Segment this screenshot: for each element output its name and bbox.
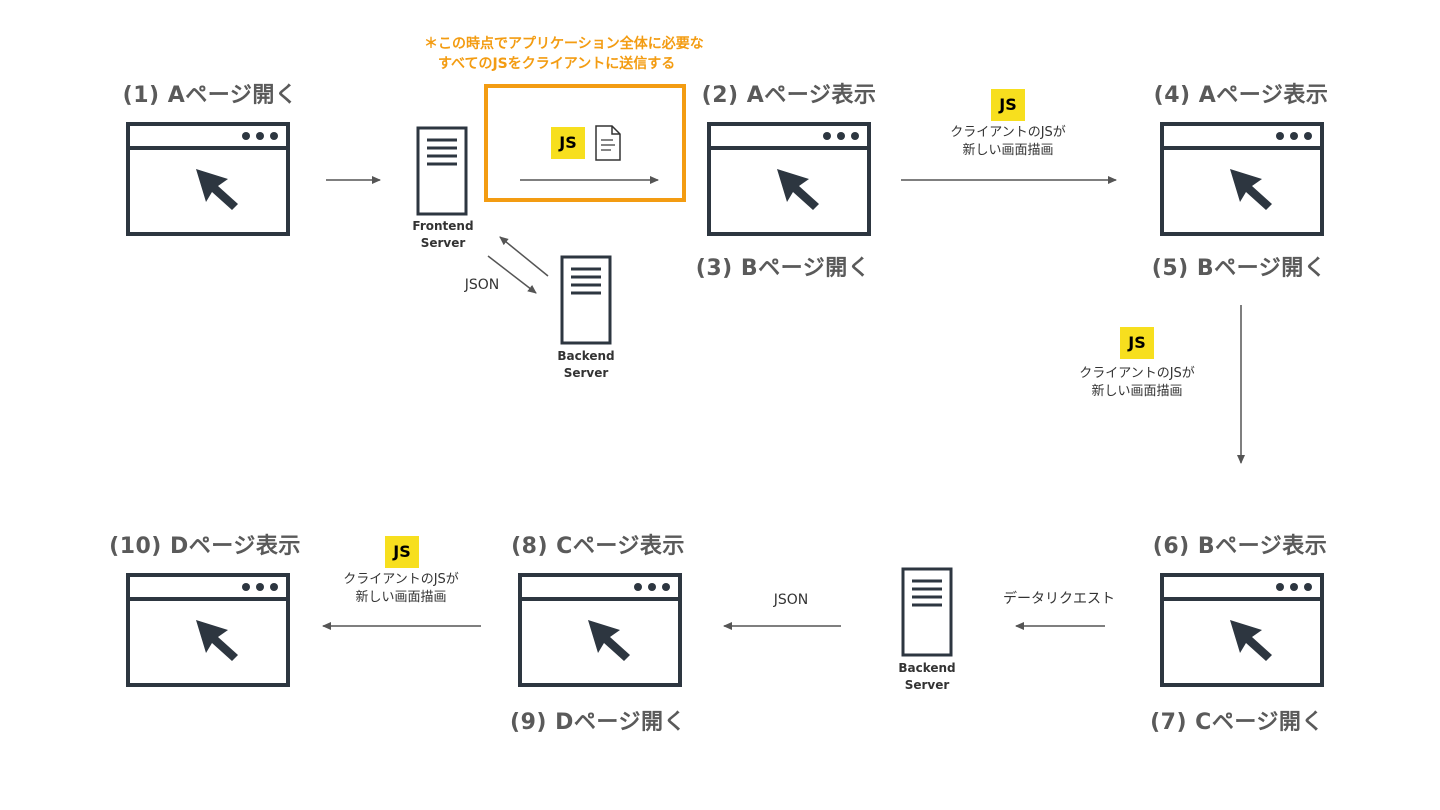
client-render-line2: 新しい画面描画 xyxy=(1091,384,1183,399)
client-render-line1: クライアントのJSが xyxy=(1079,366,1195,381)
client-render-caption: クライアントのJSが 新しい画面描画 xyxy=(343,571,459,607)
js-badge: JS xyxy=(1120,327,1154,359)
backend-server-icon xyxy=(901,567,953,657)
step-8-label: (8) Cページ表示 xyxy=(511,534,685,559)
client-render-caption: クライアントのJSが 新しい画面描画 xyxy=(1079,365,1195,401)
js-badge: JS xyxy=(385,536,419,568)
transfer-note: ＊この時点でアプリケーション全体に必要な すべてのJSをクライアントに送信する xyxy=(424,34,704,74)
backend-server-label: Backend Server xyxy=(557,348,614,382)
client-render-line1: クライアントのJSが xyxy=(343,572,459,587)
backend-server-line1: Backend xyxy=(898,661,956,675)
backend-server-line1: Backend xyxy=(557,349,615,363)
step-2-label: (2) Aページ表示 xyxy=(701,83,877,108)
data-request-label: データリクエスト xyxy=(1003,591,1115,607)
browser-window-icon xyxy=(1160,573,1324,687)
arrow-backend-to-frontend xyxy=(499,236,549,277)
frontend-server-line2: Server xyxy=(420,236,466,250)
client-render-line1: クライアントのJSが xyxy=(950,125,1066,140)
backend-server-label: Backend Server xyxy=(898,660,955,694)
step-6-label: (6) Bページ表示 xyxy=(1152,534,1328,559)
backend-server-line2: Server xyxy=(563,366,609,380)
step-10-label: (10) Dページ表示 xyxy=(109,534,301,559)
step-3-label: (3) Bページ開く xyxy=(695,256,871,281)
browser-window-icon xyxy=(518,573,682,687)
step-4-label: (4) Aページ表示 xyxy=(1153,83,1329,108)
backend-server-icon xyxy=(560,255,612,345)
step-7-label: (7) Cページ開く xyxy=(1150,710,1324,735)
js-badge: JS xyxy=(551,127,585,159)
transfer-note-line1: ＊この時点でアプリケーション全体に必要な xyxy=(424,36,704,52)
step-1-label: (1) Aページ開く xyxy=(122,83,298,108)
browser-window-icon xyxy=(1160,122,1324,236)
client-render-line2: 新しい画面描画 xyxy=(355,590,447,605)
browser-window-icon xyxy=(126,573,290,687)
browser-window-icon xyxy=(707,122,871,236)
js-badge: JS xyxy=(991,89,1025,121)
json-label: JSON xyxy=(464,277,500,293)
arrow-frontend-to-backend xyxy=(487,255,537,294)
frontend-server-icon xyxy=(416,126,468,216)
client-render-line2: 新しい画面描画 xyxy=(962,143,1054,158)
js-transfer-highlight-box xyxy=(484,84,686,202)
step-9-label: (9) Dページ開く xyxy=(510,710,686,735)
transfer-note-line2: すべてのJSをクライアントに送信する xyxy=(438,56,676,72)
client-render-caption: クライアントのJSが 新しい画面描画 xyxy=(950,124,1066,160)
frontend-server-label: Frontend Server xyxy=(412,218,473,252)
json-label: JSON xyxy=(773,592,809,608)
frontend-server-line1: Frontend xyxy=(412,219,474,233)
backend-server-line2: Server xyxy=(904,678,950,692)
step-5-label: (5) Bページ開く xyxy=(1151,256,1327,281)
browser-window-icon xyxy=(126,122,290,236)
document-icon xyxy=(595,125,621,161)
